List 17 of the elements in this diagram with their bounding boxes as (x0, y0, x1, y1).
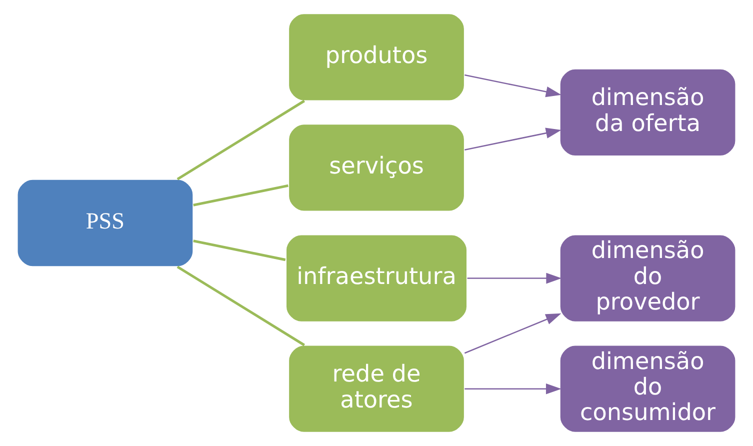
connector (193, 240, 286, 262)
connector (176, 100, 305, 180)
connector (193, 184, 288, 206)
arrow (467, 272, 562, 284)
node-box: dimensão do provedor (559, 234, 736, 323)
node-box: infraestrutura (285, 234, 468, 323)
node-box: dimensão da oferta (559, 68, 736, 157)
node-box: PSS (16, 178, 194, 268)
node-box: dimensão do consumidor (559, 344, 736, 434)
arrow (464, 128, 562, 150)
connector (176, 266, 305, 346)
node-box: serviços (288, 123, 466, 212)
arrow (464, 74, 562, 98)
node-box: produtos (288, 12, 466, 102)
arrow (464, 313, 562, 354)
node-box: rede de atores (288, 344, 466, 434)
arrow (464, 383, 562, 394)
